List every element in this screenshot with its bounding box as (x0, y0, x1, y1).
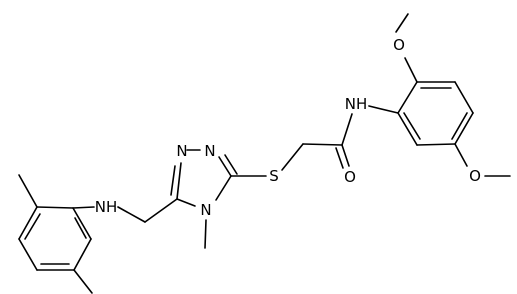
bond (454, 81, 474, 114)
bond (416, 143, 456, 146)
bond (335, 147, 344, 169)
bond (395, 13, 409, 33)
aniline-nh-label: NH (95, 198, 118, 216)
methoxy-top-o-label: O (393, 36, 405, 54)
bond (36, 206, 74, 209)
bond (218, 156, 232, 177)
bond (397, 112, 418, 146)
bond (176, 198, 196, 207)
bond-layer (18, 13, 511, 294)
bond (170, 165, 176, 196)
methoxy-bottom-o-label: O (469, 167, 481, 185)
bond (117, 206, 146, 223)
bond (74, 217, 87, 239)
bond (18, 238, 38, 271)
atom-label-layer: NH N N N S O NH O O (95, 36, 481, 219)
bond (72, 206, 95, 209)
bond (404, 57, 418, 83)
bond (18, 206, 38, 240)
bond (281, 143, 304, 171)
bond (454, 112, 474, 145)
amide-nh-label: NH (345, 95, 368, 113)
triazole-n4-label: N (200, 201, 211, 219)
bond (397, 81, 418, 114)
bond (24, 213, 41, 240)
bond (18, 174, 38, 208)
bond (451, 112, 468, 140)
bond (302, 143, 343, 146)
bond (454, 143, 468, 167)
triazole-n1-label: N (176, 142, 187, 160)
carbonyl-o-label: O (344, 168, 356, 186)
thioether-s-label: S (269, 167, 279, 185)
bond (224, 154, 238, 175)
triazole-n2-label: N (204, 142, 215, 160)
bond (73, 238, 92, 271)
bond (204, 219, 207, 249)
bond (215, 175, 232, 201)
bond (341, 113, 353, 146)
bond (144, 198, 178, 223)
bond (73, 269, 93, 294)
bond (341, 144, 350, 167)
bond (72, 207, 92, 240)
bond (176, 162, 182, 200)
bond (368, 105, 399, 114)
bond (403, 112, 421, 140)
